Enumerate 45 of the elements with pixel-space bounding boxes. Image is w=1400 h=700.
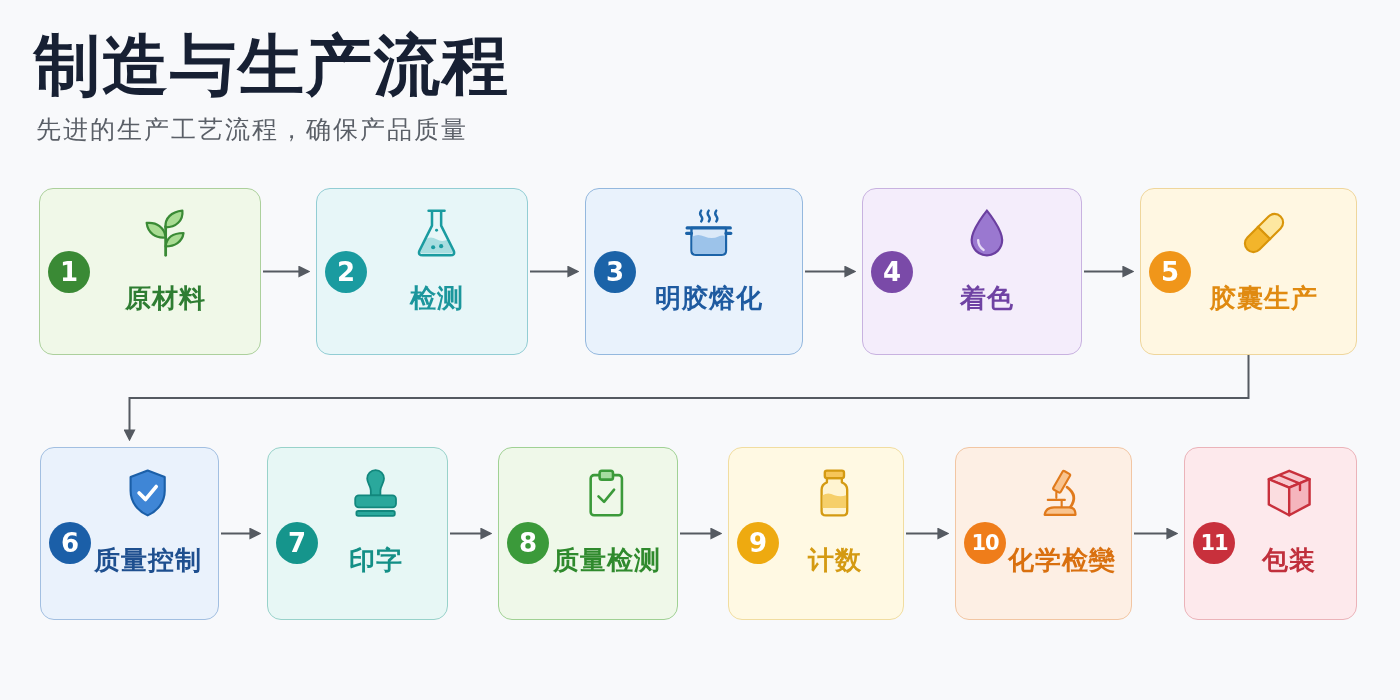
title: 制造与生产流程 — [34, 28, 510, 104]
arrow — [1083, 265, 1135, 278]
process-card — [498, 447, 678, 620]
step-number-badge: 3 — [594, 251, 636, 293]
step-label: 胶囊生产 — [1209, 283, 1318, 315]
process-card — [267, 447, 448, 620]
step-number-badge: 4 — [871, 251, 913, 293]
step-label: 包装 — [1262, 545, 1316, 577]
process-card — [40, 447, 219, 620]
step-label: 检测 — [410, 283, 464, 315]
step-number-badge: 8 — [507, 522, 549, 564]
step-number-badge: 5 — [1149, 251, 1191, 293]
step-number-badge: 10 — [964, 522, 1006, 564]
arrow — [529, 265, 580, 278]
process-card — [1184, 447, 1357, 620]
arrow — [449, 527, 493, 540]
arrow — [1133, 527, 1179, 540]
step-number-badge: 1 — [48, 251, 90, 293]
step-label: 着色 — [960, 283, 1014, 315]
step-number-badge: 2 — [325, 251, 367, 293]
arrow — [262, 265, 311, 278]
arrow — [123, 354, 1250, 442]
step-number-badge: 7 — [276, 522, 318, 564]
process-card — [585, 188, 803, 355]
subtitle: 先进的生产工艺流程，确保产品质量 — [36, 114, 468, 146]
step-label: 质量检测 — [552, 545, 661, 577]
step-label: 计数 — [807, 545, 862, 577]
arrow — [804, 265, 857, 278]
process-card — [955, 447, 1132, 620]
step-label: 印字 — [349, 545, 403, 577]
arrow — [679, 527, 723, 540]
step-number-badge: 11 — [1193, 522, 1235, 564]
process-card — [1140, 188, 1357, 355]
step-label: 原材料 — [124, 283, 206, 315]
step-number-badge: 9 — [737, 522, 779, 564]
process-card — [316, 188, 528, 355]
step-label: 明胶熔化 — [655, 283, 763, 315]
step-label: 质量控制 — [94, 545, 202, 577]
process-card — [728, 447, 904, 620]
step-label: 化学检奱 — [1008, 545, 1116, 577]
arrow — [220, 527, 262, 540]
process-card — [39, 188, 261, 355]
step-number-badge: 6 — [49, 522, 91, 564]
process-card — [862, 188, 1082, 355]
arrow — [905, 527, 950, 540]
